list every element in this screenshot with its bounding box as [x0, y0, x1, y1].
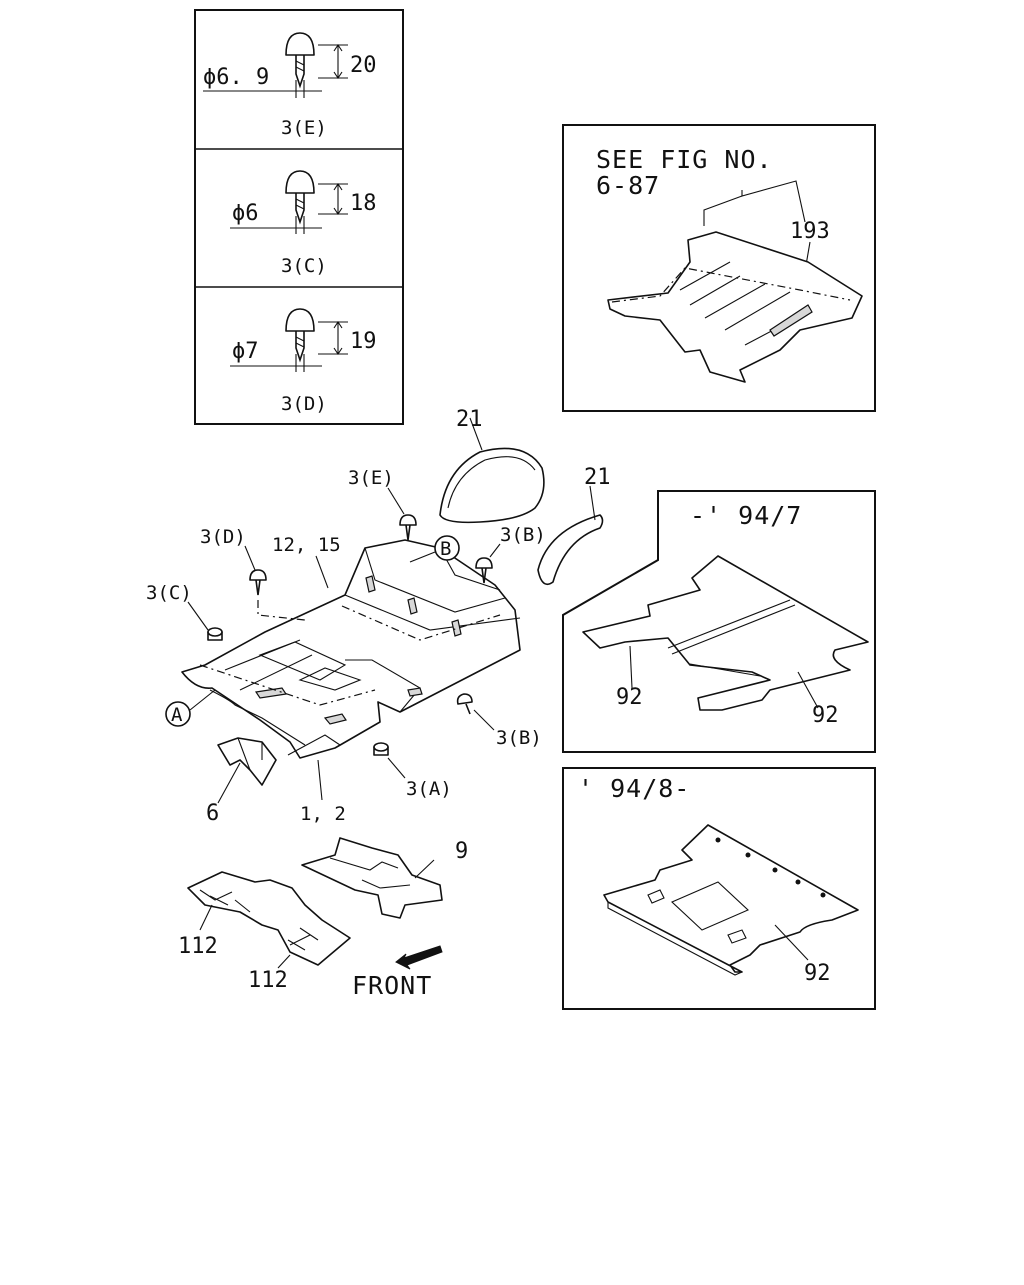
- callout-193: 193: [790, 219, 830, 244]
- wheel-house-cover: 21: [439, 407, 545, 524]
- callout-112b: 112: [248, 968, 288, 993]
- callout-3b-bottom: 3(B): [496, 727, 542, 749]
- clip-3c: 3(C): [146, 582, 223, 641]
- fastener-code: 3(D): [281, 393, 327, 415]
- diameter-label: ϕ6: [232, 201, 259, 226]
- floor-mat-early-illustration: 92 92: [582, 555, 869, 728]
- reference-marker-a: A: [165, 689, 216, 727]
- see-fig-line2: 6-87: [596, 171, 660, 200]
- panel-late-model: ' 94/8- 92: [562, 767, 876, 1010]
- front-direction-indicator: FRONT: [352, 945, 443, 1000]
- clip-3d: 3(D): [200, 526, 306, 621]
- clip-3a: 3(A): [373, 742, 452, 800]
- insulator-part-9: 9: [301, 837, 468, 919]
- fastener-row-3d: ϕ7 19 3(D): [230, 308, 377, 415]
- bracket-part-6: 6: [206, 737, 277, 826]
- floor-mat: [181, 539, 521, 759]
- length-label: 18: [350, 191, 377, 216]
- clip-icon: [285, 32, 315, 89]
- callout-3e: 3(E): [348, 467, 394, 489]
- callout-12-15: 12, 15: [272, 534, 341, 556]
- front-label: FRONT: [352, 971, 432, 1000]
- clip-icon: [285, 170, 315, 225]
- callout-3b-top: 3(B): [500, 524, 546, 546]
- panel-early-title: -' 94/7: [690, 501, 802, 530]
- callout-9: 9: [455, 839, 468, 864]
- fastener-code: 3(C): [281, 255, 327, 277]
- fastener-code: 3(E): [281, 117, 327, 139]
- callout-92: 92: [804, 961, 831, 986]
- svg-text:B: B: [440, 538, 451, 560]
- callout-1-2: 1, 2: [300, 803, 346, 825]
- svg-text:A: A: [171, 704, 183, 726]
- callout-92-right: 92: [812, 703, 839, 728]
- callout-21-top: 21: [456, 407, 483, 432]
- arrow-left-icon: [395, 945, 443, 970]
- panel-early-model: -' 94/7 92 92: [562, 490, 876, 753]
- callout-92-left: 92: [616, 685, 643, 710]
- length-label: 19: [350, 329, 377, 354]
- see-fig-line1: SEE FIG NO.: [596, 145, 773, 174]
- clip-3b-top: 3(B): [475, 524, 546, 584]
- length-label: 20: [350, 53, 377, 78]
- fastener-table: ϕ6. 9 20 3(E) ϕ6 18 3(C): [194, 9, 404, 425]
- callout-3d: 3(D): [200, 526, 246, 548]
- see-fig-panel: SEE FIG NO. 6-87 193: [562, 124, 876, 412]
- callout-3a: 3(A): [406, 778, 452, 800]
- callout-6: 6: [206, 801, 219, 826]
- callout-112a: 112: [178, 934, 218, 959]
- clip-3e: 3(E): [348, 467, 417, 541]
- clip-icon: [285, 308, 315, 363]
- fastener-row-3c: ϕ6 18 3(C): [230, 170, 377, 277]
- fastener-table-frame: [194, 9, 404, 425]
- main-assembly: 21 21: [146, 407, 611, 1000]
- clip-3b-bottom: 3(B): [456, 693, 542, 749]
- diameter-label: ϕ7: [232, 339, 259, 364]
- diameter-label: ϕ6. 9: [203, 65, 269, 90]
- floor-panel-ref-illustration: [607, 231, 863, 383]
- insulator-part-112: 112 112: [178, 871, 351, 993]
- callout-21-side: 21: [584, 465, 611, 490]
- floor-mat-late-illustration: 92: [603, 824, 859, 986]
- callout-3c: 3(C): [146, 582, 192, 604]
- reference-marker-b: B: [409, 535, 460, 563]
- fastener-row-3e: ϕ6. 9 20 3(E): [203, 32, 377, 139]
- panel-late-title: ' 94/8-: [578, 774, 690, 803]
- wheel-arch-trim: 21: [537, 465, 611, 586]
